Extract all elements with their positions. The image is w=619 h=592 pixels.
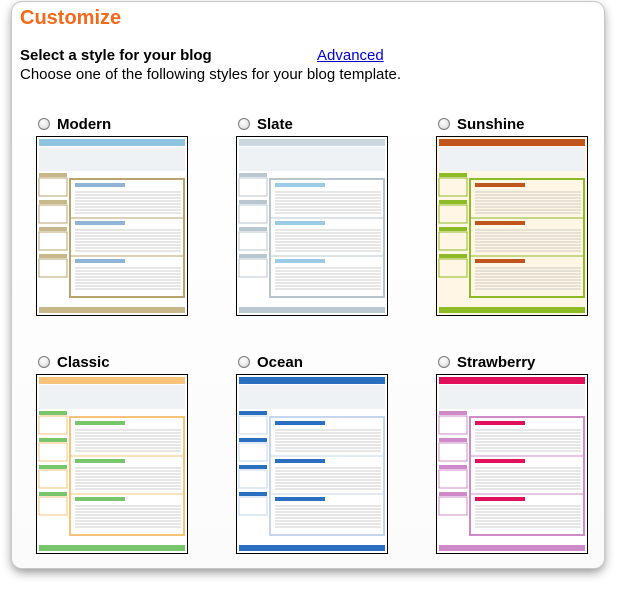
radio-button-strawberry[interactable] (438, 356, 450, 368)
style-name: Strawberry (457, 353, 536, 371)
page-title: Customize (20, 7, 122, 29)
section-heading: Select a style for your blog (20, 47, 212, 64)
style-option-slate[interactable]: Slate (236, 115, 388, 316)
style-option-ocean[interactable]: Ocean (236, 353, 388, 554)
style-thumbnail-strawberry[interactable] (436, 374, 588, 554)
style-option-modern[interactable]: Modern (36, 115, 188, 316)
style-thumbnail-classic[interactable] (36, 374, 188, 554)
style-thumbnail-sunshine[interactable] (436, 136, 588, 316)
radio-button-ocean[interactable] (238, 356, 250, 368)
style-thumbnail-slate[interactable] (236, 136, 388, 316)
style-thumbnail-ocean[interactable] (236, 374, 388, 554)
customize-panel: Customize Select a style for your blog A… (12, 2, 604, 568)
style-option-sunshine[interactable]: Sunshine (436, 115, 588, 316)
section-description: Choose one of the following styles for y… (20, 66, 402, 83)
style-option-label-row[interactable]: Ocean (236, 353, 388, 371)
style-option-label-row[interactable]: Strawberry (436, 353, 588, 371)
radio-button-modern[interactable] (38, 118, 50, 130)
radio-button-slate[interactable] (238, 118, 250, 130)
style-option-classic[interactable]: Classic (36, 353, 188, 554)
style-name: Ocean (257, 353, 303, 371)
radio-button-classic[interactable] (38, 356, 50, 368)
style-option-label-row[interactable]: Modern (36, 115, 188, 133)
style-name: Modern (57, 115, 112, 133)
advanced-link[interactable]: Advanced (317, 47, 384, 64)
radio-button-sunshine[interactable] (438, 118, 450, 130)
style-name: Classic (57, 353, 110, 371)
style-option-label-row[interactable]: Slate (236, 115, 388, 133)
style-option-label-row[interactable]: Sunshine (436, 115, 588, 133)
style-thumbnail-modern[interactable] (36, 136, 188, 316)
style-name: Sunshine (457, 115, 525, 133)
style-option-label-row[interactable]: Classic (36, 353, 188, 371)
style-name: Slate (257, 115, 293, 133)
style-option-strawberry[interactable]: Strawberry (436, 353, 588, 554)
